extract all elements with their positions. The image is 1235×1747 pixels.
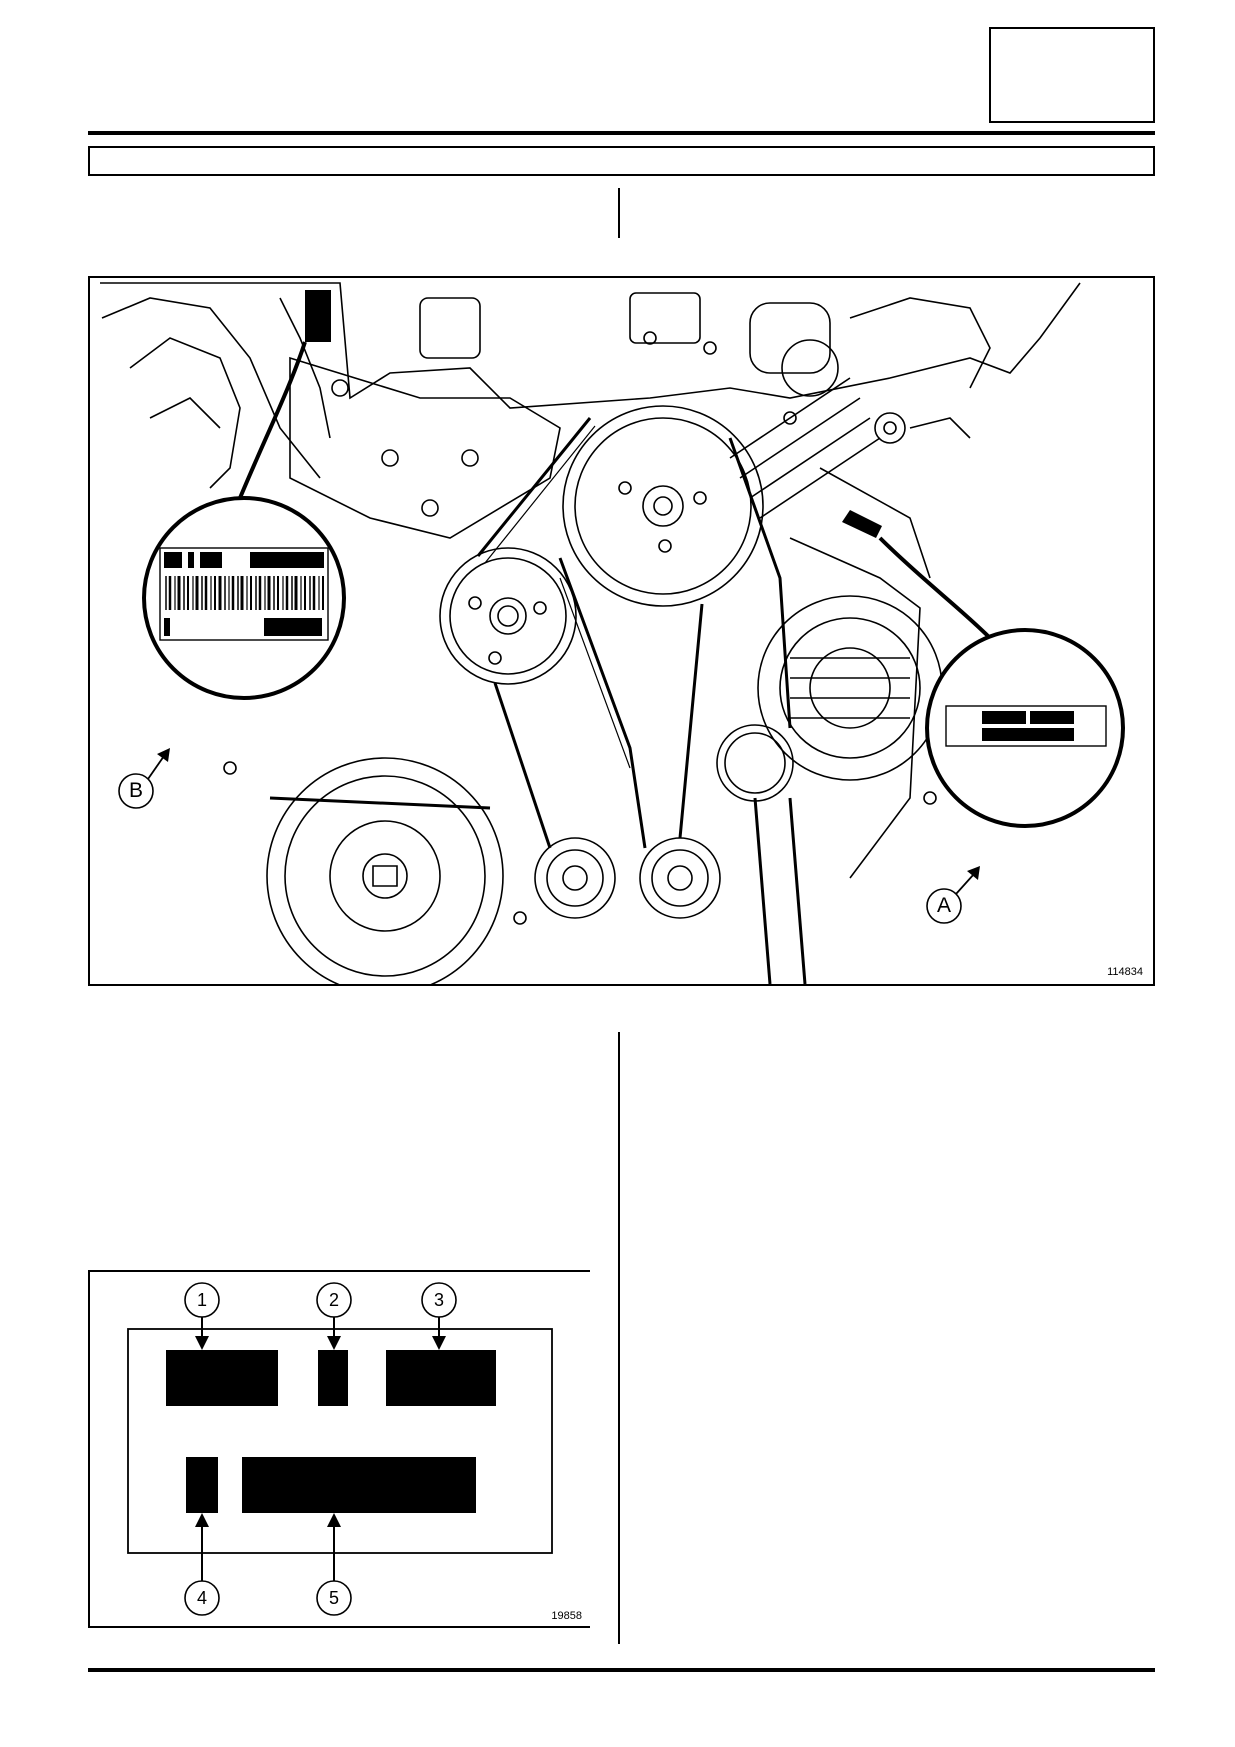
callout-3: 3	[433, 1290, 444, 1310]
label-b: B	[128, 779, 143, 802]
header-rule	[88, 131, 1155, 135]
section-title-bar	[88, 146, 1155, 176]
plate-drawing	[127, 1282, 553, 1616]
figure-number-plate: 19858	[551, 1610, 582, 1622]
callout-5: 5	[328, 1588, 339, 1608]
page-number-box	[989, 27, 1155, 123]
plate-figure: 1 2 3 4 5 19858	[88, 1270, 590, 1628]
engine-drawing	[100, 282, 1125, 995]
engine-figure: B A 114834	[88, 276, 1155, 995]
figure-number-main: 114834	[1107, 966, 1143, 978]
top-column-divider	[618, 188, 620, 238]
label-a: A	[936, 894, 951, 917]
callout-1: 1	[196, 1290, 207, 1310]
footer-rule	[88, 1668, 1155, 1672]
callout-4: 4	[196, 1588, 207, 1608]
column-divider	[618, 1032, 620, 1644]
callout-2: 2	[328, 1290, 339, 1310]
